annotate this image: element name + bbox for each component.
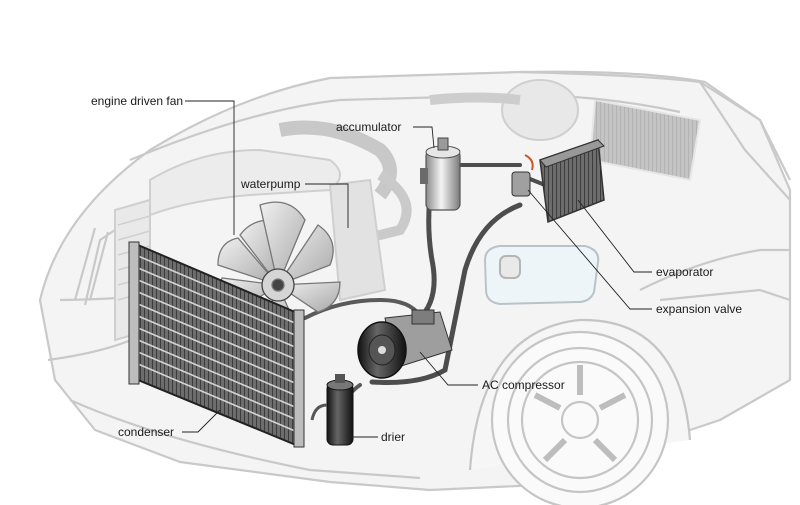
leader-evaporator	[577, 199, 652, 273]
drier-unit	[310, 374, 354, 446]
leader-expansion-valve	[527, 189, 652, 310]
accumulator-unit	[420, 137, 461, 211]
leader-lines	[182, 100, 652, 438]
leader-condenser	[182, 409, 221, 433]
label-condenser: condenser	[118, 425, 175, 439]
ac-compressor-unit	[357, 309, 453, 379]
label-evaporator: evaporator	[656, 265, 714, 279]
label-expansion-valve: expansion valve	[656, 302, 743, 316]
label-ac-compressor: AC compressor	[482, 378, 565, 392]
label-engine-driven-fan: engine driven fan	[91, 94, 184, 108]
leader-engine-driven-fan	[185, 100, 235, 235]
leader-ac-compressor	[419, 351, 478, 386]
leader-waterpump	[305, 183, 349, 228]
label-waterpump: waterpump	[241, 177, 301, 191]
condenser-unit	[128, 241, 305, 448]
front-wheel	[468, 318, 692, 505]
label-accumulator: accumulator	[336, 120, 402, 134]
label-drier: drier	[381, 430, 406, 444]
leader-accumulator	[413, 126, 435, 149]
expansion-valve-body	[511, 171, 531, 197]
evaporator-unit	[511, 138, 605, 224]
